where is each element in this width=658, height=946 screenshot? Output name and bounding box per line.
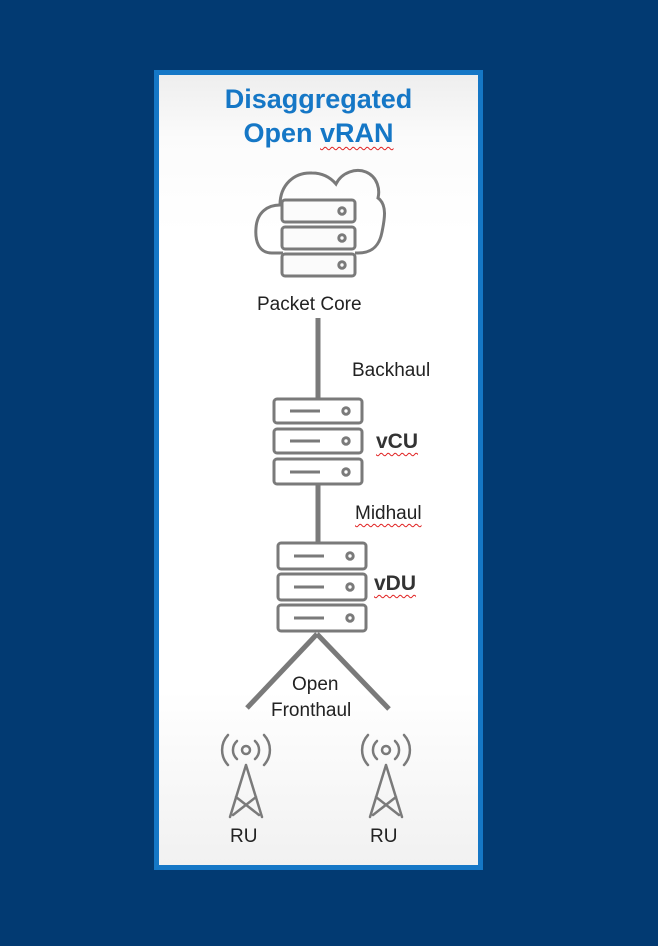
packet-core-label: Packet Core [257, 294, 362, 315]
ru-left-label: RU [230, 826, 258, 847]
fronthaul-label-line2: Fronthaul [271, 700, 352, 721]
midhaul-label: Midhaul [355, 503, 422, 524]
title-vran: vRAN [320, 118, 394, 148]
title-line-2: Open vRAN [154, 116, 483, 150]
fronthaul-label-line1: Open [292, 674, 339, 695]
vdu-server-icon [276, 541, 368, 633]
vcu-label: vCU [376, 430, 419, 453]
ru-right-label: RU [370, 826, 398, 847]
diagram-title: Disaggregated Open vRAN [154, 82, 483, 150]
ru-tower-icon-right [360, 733, 412, 819]
title-open: Open [243, 118, 320, 148]
ru-tower-icon-left [220, 733, 272, 819]
title-line-1: Disaggregated [224, 84, 413, 114]
fronthaul-link-right [315, 632, 391, 711]
vcu-server-icon [272, 397, 364, 486]
backhaul-label: Backhaul [352, 360, 431, 381]
cloud-server-icon [254, 169, 386, 278]
vdu-label: vDU [374, 572, 417, 595]
fronthaul-link-left [245, 632, 319, 710]
